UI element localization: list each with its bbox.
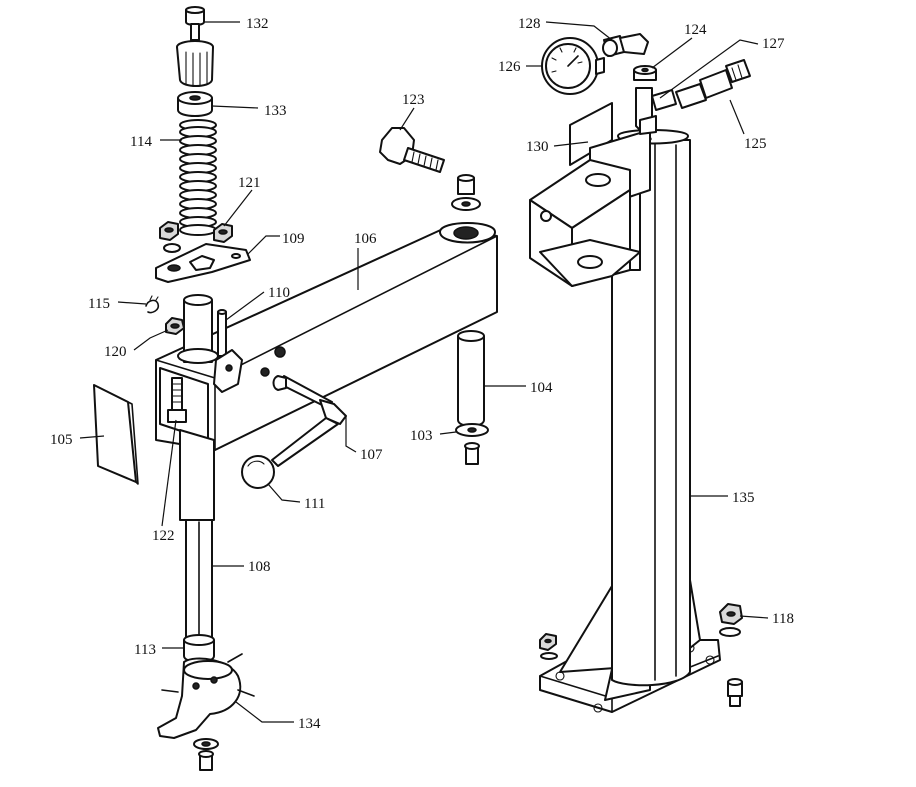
callout-120: 120 xyxy=(104,344,127,360)
clip-115 xyxy=(145,295,160,314)
arm-106 xyxy=(155,222,498,451)
callout-121: 121 xyxy=(238,175,261,191)
bushing-133 xyxy=(177,91,213,117)
callout-114: 114 xyxy=(130,134,152,150)
post-108 xyxy=(177,294,219,641)
callout-130: 130 xyxy=(526,139,549,155)
nuts-118 xyxy=(719,603,743,707)
callout-115: 115 xyxy=(88,296,110,312)
callout-111: 111 xyxy=(304,496,325,512)
pin-104 xyxy=(457,330,485,427)
plate-109 xyxy=(155,243,251,283)
callout-122: 122 xyxy=(152,528,175,544)
knob-screw-123 xyxy=(379,127,445,173)
callout-103: 103 xyxy=(410,428,433,444)
callout-132: 132 xyxy=(246,16,269,32)
gauge-126 xyxy=(541,37,605,95)
callout-104: 104 xyxy=(530,380,553,396)
bolt-122 xyxy=(167,377,187,423)
callout-127: 127 xyxy=(762,36,785,52)
callout-113: 113 xyxy=(134,642,156,658)
column-135 xyxy=(529,102,721,713)
nut-113 xyxy=(183,634,215,663)
callout-105: 105 xyxy=(50,432,73,448)
nut-124 xyxy=(633,65,657,81)
callout-126: 126 xyxy=(498,59,521,75)
bolt-bottom xyxy=(193,738,219,771)
nut-120 xyxy=(165,317,185,335)
callout-108: 108 xyxy=(248,559,271,575)
screw-132 xyxy=(185,6,205,41)
callout-128: 128 xyxy=(518,16,541,32)
ball-knob-111 xyxy=(241,455,275,489)
washer-screw-right xyxy=(451,174,481,211)
bolt-110 xyxy=(213,309,243,393)
callout-123: 123 xyxy=(402,92,425,108)
valve-125 xyxy=(675,59,751,109)
callout-109: 109 xyxy=(282,231,305,247)
pad-105 xyxy=(93,384,139,485)
bracket-130 xyxy=(529,102,651,287)
callout-110: 110 xyxy=(268,285,290,301)
fitting-128 xyxy=(602,33,649,57)
callout-107: 107 xyxy=(360,447,383,463)
leader-lines xyxy=(79,21,769,723)
callout-labels: 132 133 114 121 109 106 123 115 110 120 … xyxy=(50,16,794,732)
spring-114 xyxy=(179,119,217,236)
nuts-121 xyxy=(159,221,233,253)
handle-107 xyxy=(271,375,347,467)
callout-135: 135 xyxy=(732,490,755,506)
callout-124: 124 xyxy=(684,22,707,38)
callout-134: 134 xyxy=(298,716,321,732)
callout-133: 133 xyxy=(264,103,287,119)
washer-103 xyxy=(455,423,489,465)
callout-106: 106 xyxy=(354,231,377,247)
callout-125: 125 xyxy=(744,136,767,152)
callout-118: 118 xyxy=(772,611,794,627)
knob-cap xyxy=(176,40,214,87)
tee-fitting xyxy=(635,87,677,135)
foot-134 xyxy=(157,653,255,739)
nuts-left-base xyxy=(539,633,558,660)
